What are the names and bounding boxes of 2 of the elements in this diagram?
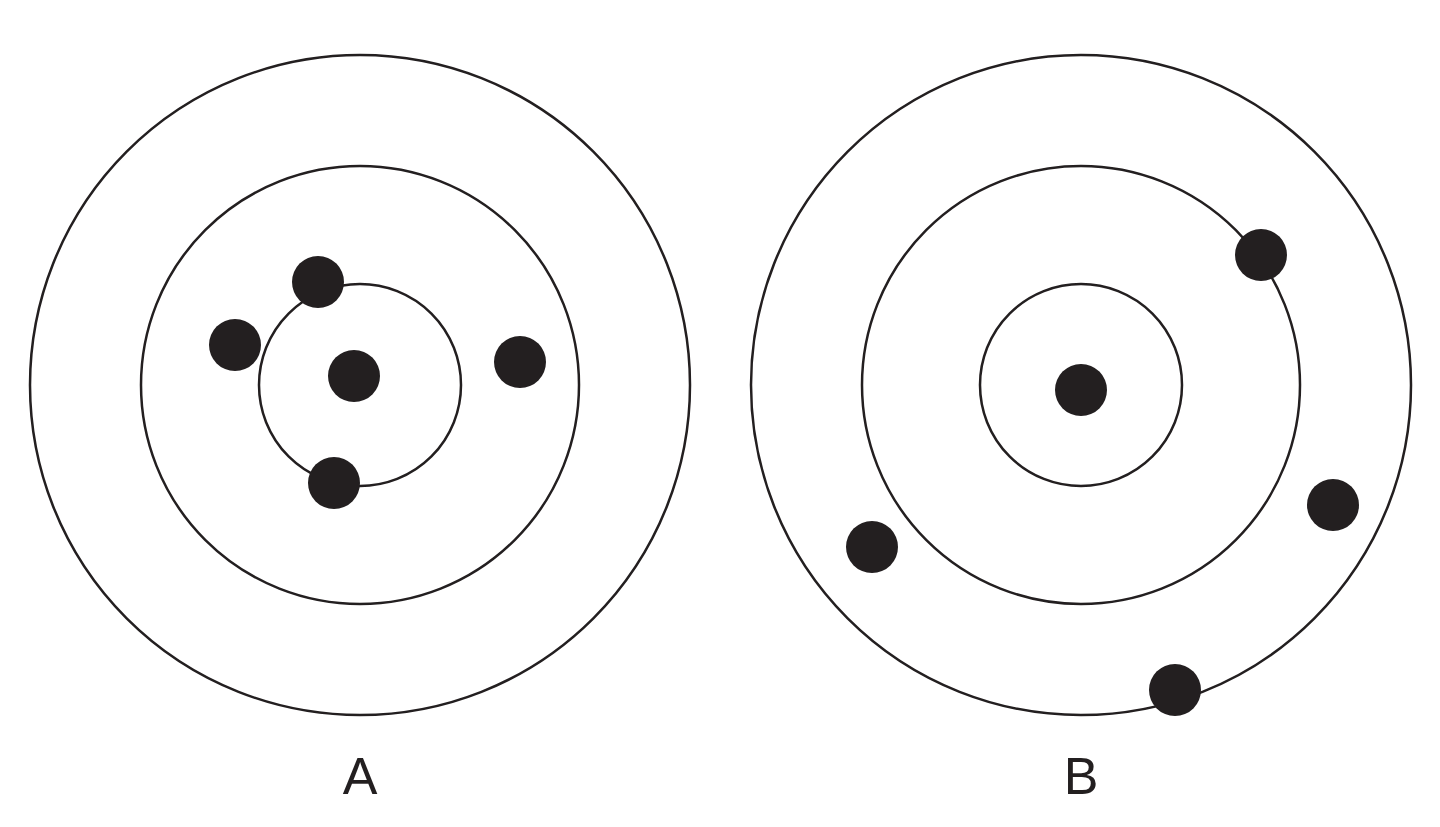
panel-label: B [1063,750,1099,802]
panel-label: A [342,750,378,802]
